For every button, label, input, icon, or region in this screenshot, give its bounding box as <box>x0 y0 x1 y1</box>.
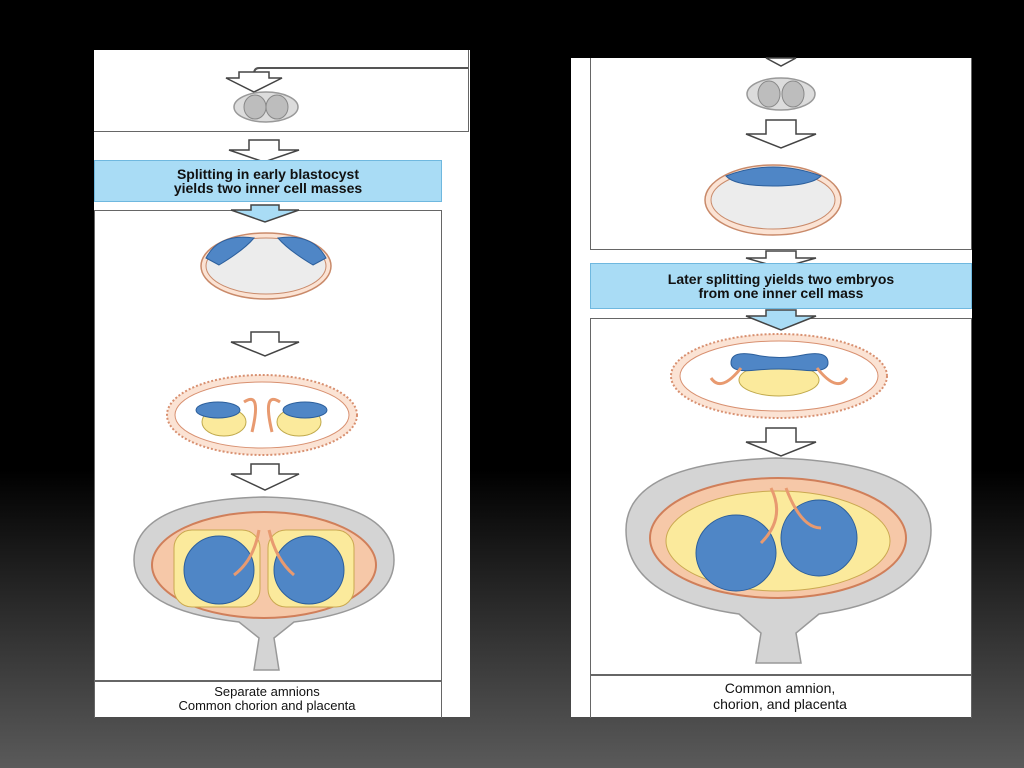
right-blastocyst <box>704 164 842 236</box>
left-caption-line2: Common chorion and placenta <box>178 698 356 713</box>
left-arrow-5 <box>230 463 300 491</box>
left-arrow-2 <box>228 139 300 163</box>
right-uterus-twins <box>625 457 932 664</box>
right-caption-line1: Common amnion, <box>724 680 836 696</box>
right-single-icm-stage <box>670 333 888 419</box>
left-blastocyst <box>200 232 332 300</box>
right-caption: Common amnion, chorion, and placenta <box>590 680 970 712</box>
right-caption-line2: chorion, and placenta <box>713 696 847 712</box>
left-label-line1: Splitting in early blastocyst <box>176 166 360 182</box>
right-arrow-1 <box>745 119 817 149</box>
right-arrow-0 <box>765 57 797 67</box>
right-arrow-3 <box>745 309 817 331</box>
left-label-box: Splitting in early blastocyst yields two… <box>94 160 442 202</box>
right-diagram <box>625 57 932 664</box>
left-caption-frame <box>94 680 442 718</box>
right-top-frame <box>590 58 972 250</box>
left-panel: Splitting in early blastocyst yields two… <box>94 50 470 718</box>
left-arrow-4 <box>230 331 300 357</box>
left-caption: Separate amnions Common chorion and plac… <box>94 685 440 713</box>
left-top-frame <box>94 50 469 132</box>
left-diagram <box>133 67 468 671</box>
right-label-box: Later splitting yields two embryos from … <box>590 263 972 309</box>
left-arrow-3 <box>230 204 300 223</box>
right-panel: Later splitting yields two embryos from … <box>571 57 972 718</box>
right-label-line2: from one inner cell mass <box>698 285 864 301</box>
left-label-line2: yields two inner cell masses <box>173 180 363 196</box>
left-incoming-line <box>253 67 468 78</box>
left-caption-line1: Separate amnions <box>214 684 320 699</box>
right-two-cell-embryo <box>746 77 816 111</box>
left-two-cell-embryo <box>233 91 299 123</box>
right-label-line1: Later splitting yields two embryos <box>667 271 895 287</box>
right-caption-frame <box>590 674 972 718</box>
left-arrow-1 <box>225 71 283 93</box>
left-uterus-twins <box>133 496 395 671</box>
right-arrow-4 <box>745 427 817 457</box>
left-two-discs-stage <box>166 374 358 456</box>
